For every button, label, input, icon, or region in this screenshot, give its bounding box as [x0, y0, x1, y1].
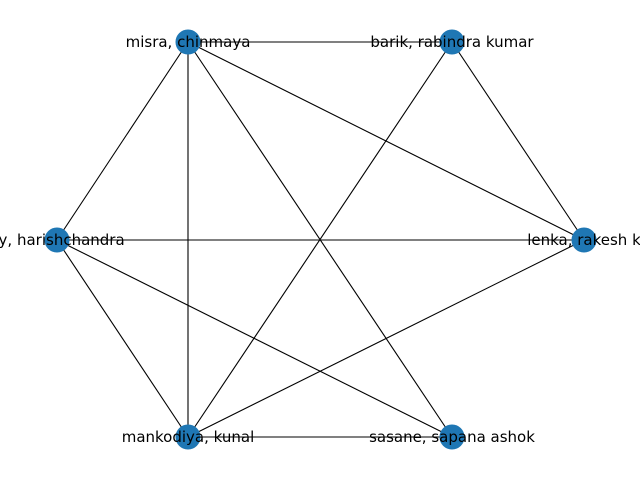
node-mankodiya: [175, 424, 201, 450]
edge-barik-lenka: [451, 41, 585, 241]
node-label-lenka: lenka, rakesh k: [527, 231, 640, 249]
node-lenka: [571, 227, 597, 253]
labels-layer: misra, chinmaya barik, rabindra kumar lenk…: [0, 33, 640, 446]
edge-harish-mankodiya: [56, 239, 189, 438]
node-harish: [44, 227, 70, 253]
nodes-layer: [44, 29, 597, 450]
node-label-barik: barik, rabindra kumar: [370, 33, 534, 51]
edge-harish-sasane: [56, 239, 453, 438]
edge-mankodiya-lenka: [187, 239, 585, 438]
node-label-sasane: sasane, sapana ashok: [369, 428, 535, 446]
node-label-misra: misra, chinmaya: [126, 33, 251, 51]
node-label-mankodiya: mankodiya, kunal: [122, 428, 255, 446]
node-misra: [175, 29, 201, 55]
edge-misra-harish: [56, 41, 189, 241]
edges-layer: [56, 41, 585, 438]
node-sasane: [439, 424, 465, 450]
node-label-harish: ey, harishchandra: [0, 231, 125, 249]
node-barik: [439, 29, 465, 55]
